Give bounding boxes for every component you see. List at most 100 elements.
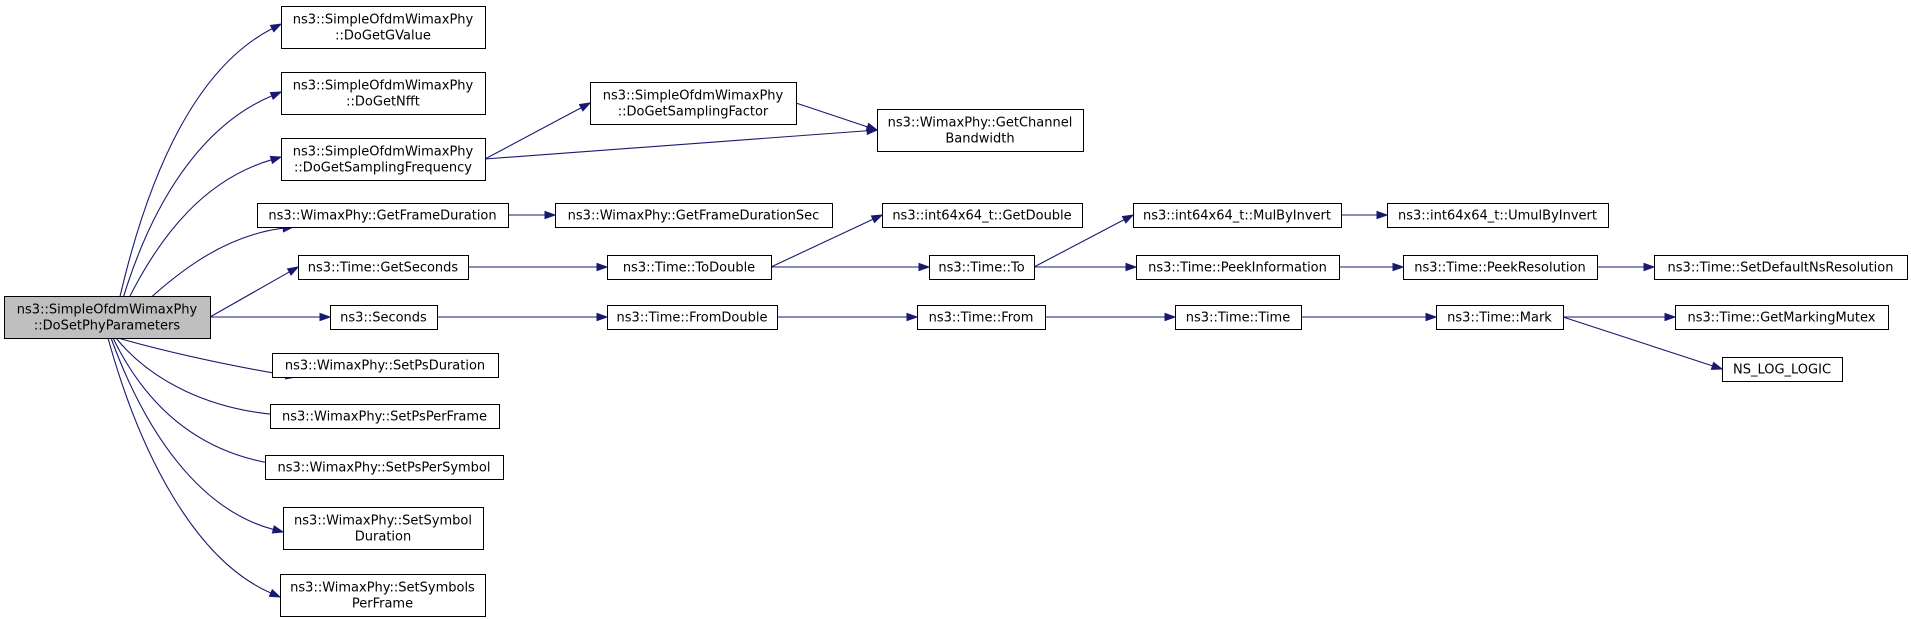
edge-line	[117, 337, 287, 376]
node-getsampfact[interactable]: ns3::SimpleOfdmWimaxPhy::DoGetSamplingFa…	[590, 82, 797, 125]
node-box	[607, 255, 772, 280]
edge-arrowhead	[1125, 262, 1138, 272]
node-label: ns3::Time::PeekResolution	[1414, 261, 1585, 276]
node-box	[917, 305, 1046, 330]
node-box	[281, 138, 486, 181]
edge-mark-to-nslog	[1562, 316, 1724, 370]
node-box	[281, 6, 486, 49]
node-nslog[interactable]: NS_LOG_LOGIC	[1722, 357, 1843, 382]
edge-arrowhead	[1643, 262, 1656, 272]
node-box	[1403, 255, 1598, 280]
node-label: ns3::WimaxPhy::SetSymbol	[294, 514, 472, 529]
edge-arrowhead	[918, 262, 931, 272]
node-box	[281, 72, 486, 115]
edge-root-to-getsampfreq	[118, 155, 283, 320]
node-box	[555, 203, 833, 228]
node-umulbyinvert[interactable]: ns3::int64x64_t::UmulByInvert	[1387, 203, 1609, 228]
node-label: ns3::Time::Mark	[1447, 311, 1552, 326]
node-box	[265, 455, 504, 480]
edge-line	[795, 102, 868, 128]
node-getnfft[interactable]: ns3::SimpleOfdmWimaxPhy::DoGetNfft	[281, 72, 486, 115]
edge-arrowhead	[1392, 262, 1405, 272]
node-getframedur[interactable]: ns3::WimaxPhy::GetFrameDuration	[257, 203, 509, 228]
node-label: ns3::Time::SetDefaultNsResolution	[1668, 261, 1894, 276]
node-getframedursec[interactable]: ns3::WimaxPhy::GetFrameDurationSec	[555, 203, 833, 228]
edge-arrowhead	[286, 266, 300, 276]
node-label: ns3::Time::Time	[1186, 311, 1290, 326]
edge-arrowhead	[319, 312, 332, 322]
node-label: ns3::WimaxPhy::GetChannel	[888, 116, 1073, 131]
node-getsampfreq[interactable]: ns3::SimpleOfdmWimaxPhy::DoGetSamplingFr…	[281, 138, 486, 181]
edge-to-to-mulbyinvert	[1033, 214, 1135, 268]
node-root[interactable]: ns3::SimpleOfdmWimaxPhy::DoSetPhyParamet…	[4, 296, 211, 339]
edge-line	[484, 130, 868, 160]
edge-getsampfreq-to-getsampfact	[484, 102, 592, 160]
edge-getsampfreq-to-getchanbw	[484, 126, 879, 160]
node-label: NS_LOG_LOGIC	[1733, 363, 1831, 378]
node-box	[1722, 357, 1843, 382]
edge-from-to-time	[1045, 312, 1177, 322]
node-peekinfo[interactable]: ns3::Time::PeekInformation	[1136, 255, 1340, 280]
node-box	[1654, 255, 1908, 280]
edge-arrowhead	[906, 312, 919, 322]
edge-fromdouble-to-from	[777, 312, 919, 322]
edge-arrowhead	[578, 102, 592, 112]
edge-line	[118, 159, 272, 320]
node-todouble[interactable]: ns3::Time::ToDouble	[607, 255, 772, 280]
node-label: ns3::SimpleOfdmWimaxPhy	[293, 79, 474, 94]
node-from[interactable]: ns3::Time::From	[917, 305, 1046, 330]
node-setpspersym[interactable]: ns3::WimaxPhy::SetPsPerSymbol	[265, 455, 504, 480]
edge-arrowhead	[271, 525, 285, 534]
node-box	[298, 255, 469, 280]
node-to[interactable]: ns3::Time::To	[929, 255, 1035, 280]
node-setdefns[interactable]: ns3::Time::SetDefaultNsResolution	[1654, 255, 1908, 280]
node-getseconds[interactable]: ns3::Time::GetSeconds	[298, 255, 469, 280]
node-setpsperframe[interactable]: ns3::WimaxPhy::SetPsPerFrame	[270, 404, 500, 429]
node-box	[607, 305, 778, 330]
edge-line	[110, 337, 274, 530]
node-label: PerFrame	[352, 597, 413, 612]
node-label: ::DoGetNfft	[346, 95, 420, 110]
edge-line	[1562, 316, 1713, 367]
edge-root-to-getnfft	[116, 91, 283, 320]
edge-line	[115, 337, 291, 417]
edge-mulbyinvert-to-umulbyinvert	[1341, 210, 1389, 220]
node-label: ::DoGetSamplingFrequency	[294, 161, 472, 176]
node-peekres[interactable]: ns3::Time::PeekResolution	[1403, 255, 1598, 280]
node-label: ns3::Time::ToDouble	[623, 261, 755, 276]
node-getmarkmutex[interactable]: ns3::Time::GetMarkingMutex	[1675, 305, 1889, 330]
node-label: ns3::SimpleOfdmWimaxPhy	[17, 303, 198, 318]
node-label: ns3::int64x64_t::UmulByInvert	[1398, 209, 1597, 224]
node-box	[929, 255, 1035, 280]
node-mark[interactable]: ns3::Time::Mark	[1436, 305, 1564, 330]
node-box	[330, 305, 438, 330]
edge-getseconds-to-todouble	[468, 262, 609, 272]
node-box	[1675, 305, 1889, 330]
edge-arrowhead	[269, 91, 283, 101]
node-box	[1387, 203, 1609, 228]
node-setpsdur[interactable]: ns3::WimaxPhy::SetPsDuration	[272, 353, 499, 378]
node-box	[1133, 203, 1342, 228]
edge-line	[1033, 219, 1125, 268]
node-mulbyinvert[interactable]: ns3::int64x64_t::MulByInvert	[1133, 203, 1342, 228]
edge-line	[116, 95, 272, 320]
edge-arrowhead	[1664, 312, 1677, 322]
node-box	[4, 296, 211, 339]
node-getg[interactable]: ns3::SimpleOfdmWimaxPhy::DoGetGValue	[281, 6, 486, 49]
node-label: Bandwidth	[945, 132, 1014, 147]
node-getdouble[interactable]: ns3::int64x64_t::GetDouble	[882, 203, 1083, 228]
edge-arrowhead	[544, 210, 557, 220]
node-label: ns3::SimpleOfdmWimaxPhy	[603, 89, 784, 104]
node-time[interactable]: ns3::Time::Time	[1175, 305, 1302, 330]
node-label: ns3::Time::GetSeconds	[308, 261, 459, 276]
edge-root-to-setsymperframe	[107, 337, 282, 598]
node-label: ns3::WimaxPhy::SetPsPerFrame	[282, 410, 487, 425]
node-seconds[interactable]: ns3::Seconds	[330, 305, 438, 330]
node-label: ::DoSetPhyParameters	[34, 319, 180, 334]
edge-root-to-seconds	[210, 312, 332, 322]
node-fromdouble[interactable]: ns3::Time::FromDouble	[607, 305, 778, 330]
node-label: ns3::int64x64_t::GetDouble	[892, 209, 1071, 224]
